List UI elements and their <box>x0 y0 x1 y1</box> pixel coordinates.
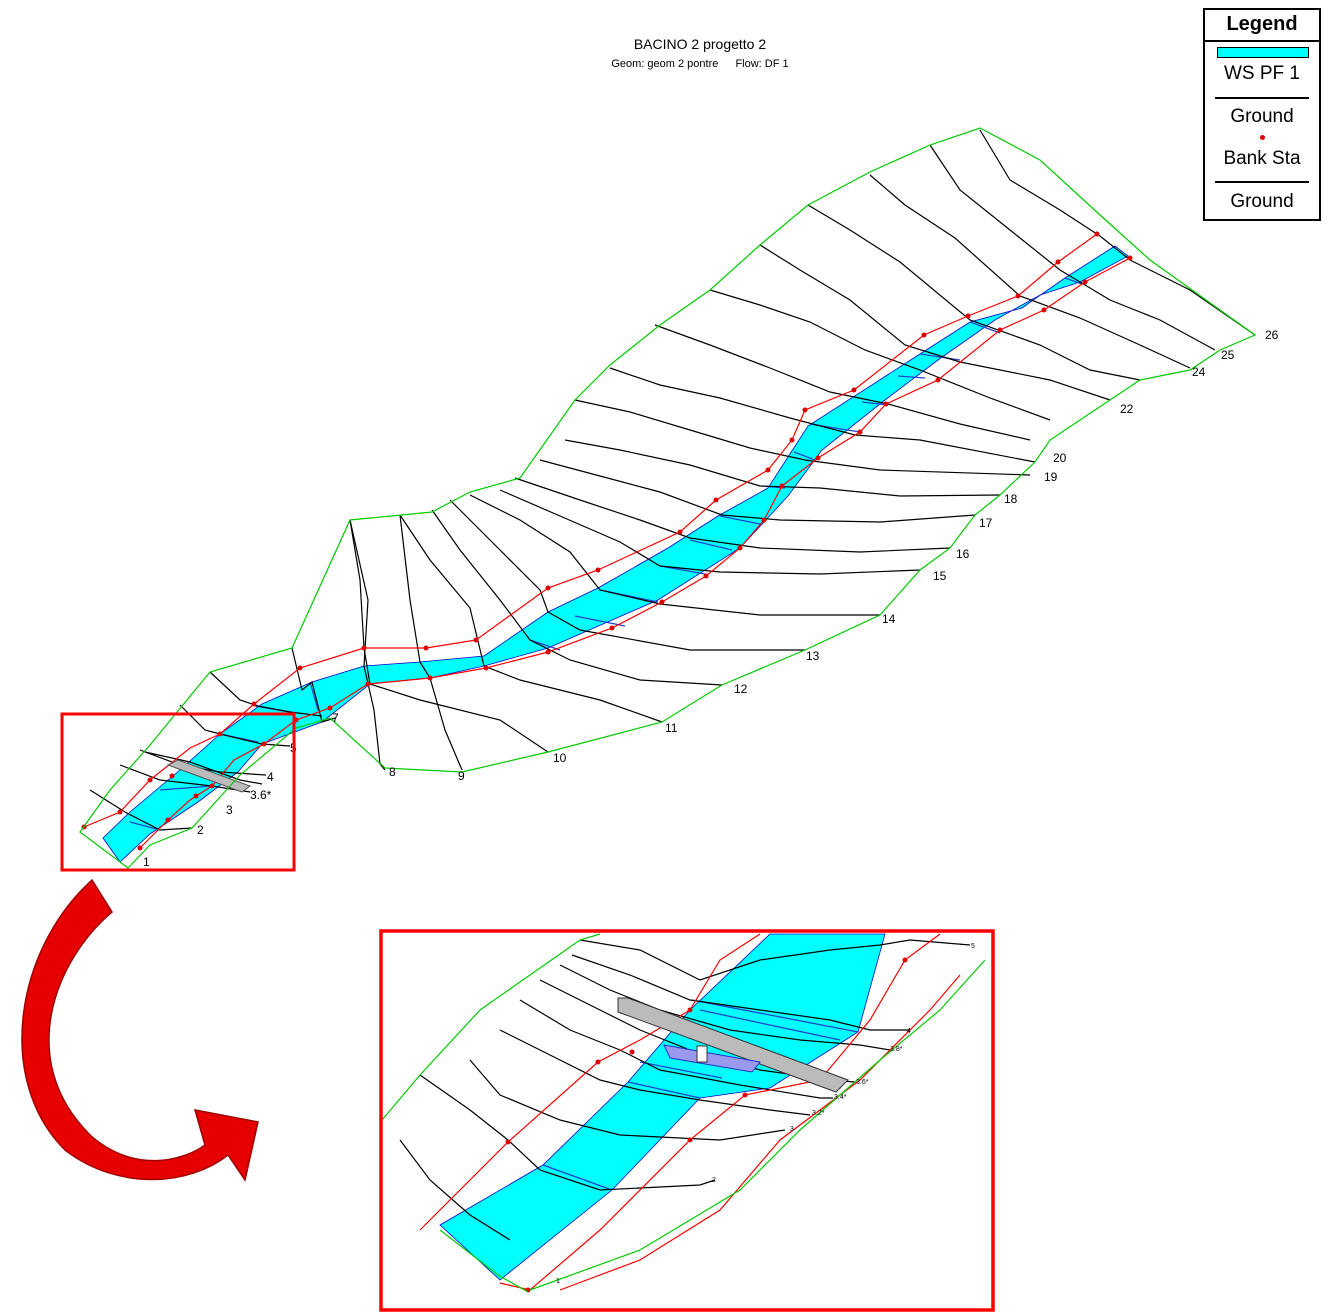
station-label: 5 <box>971 943 975 950</box>
right-bank-line <box>139 257 1131 849</box>
station-label: 4 <box>267 770 274 784</box>
inset-ground-lines <box>399 939 971 1241</box>
inset-frame <box>379 929 995 1312</box>
station-label: 3.6* <box>856 1079 869 1086</box>
station-label: 22 <box>1120 402 1134 416</box>
station-label: 14 <box>882 612 896 626</box>
plot-subtitle: Geom: geom 2 pontre Flow: DF 1 <box>480 58 920 70</box>
main-plan-view: 1 2 3 3.6* 4 5 7 8 9 10 11 12 13 14 15 1… <box>79 127 1279 869</box>
legend-title: Legend <box>1205 10 1319 42</box>
station-label: 24 <box>1192 365 1206 379</box>
legend-item-bank-sta: Bank Sta <box>1223 148 1301 169</box>
model-outline <box>79 127 1257 869</box>
station-label: 18 <box>1004 492 1018 506</box>
station-label: 1 <box>143 855 150 869</box>
plot-title: BACINO 2 progetto 2 <box>633 36 767 52</box>
legend-item-ws: WS PF 1 <box>1223 63 1300 84</box>
station-label: 20 <box>1053 451 1067 465</box>
station-label: 25 <box>1221 348 1235 362</box>
curved-arrow-icon <box>21 878 259 1182</box>
bridge-pier <box>696 1045 708 1063</box>
water-surface-inset <box>439 933 886 1281</box>
station-label: 19 <box>1044 470 1058 484</box>
legend-divider <box>1215 97 1309 99</box>
station-label: 16 <box>956 547 970 561</box>
bridge-deck-inset <box>617 997 849 1093</box>
detail-highlight-box <box>60 712 296 872</box>
station-label: 13 <box>806 649 820 663</box>
inset-bank-points <box>505 957 908 1293</box>
station-label: 3.4* <box>834 1094 847 1101</box>
station-label: 1 <box>556 1278 560 1285</box>
station-label: 10 <box>553 751 567 765</box>
station-label: 17 <box>979 516 993 530</box>
legend-item-ground-2: Ground <box>1230 191 1294 212</box>
bridge-opening <box>663 1044 761 1073</box>
station-label: 4 <box>907 1028 911 1035</box>
station-label: 7 <box>332 711 339 725</box>
station-label: 12 <box>734 682 748 696</box>
station-label: 2 <box>197 823 204 837</box>
legend: Legend WS PF 1 Ground Bank Sta Ground <box>1203 8 1321 221</box>
ws-swatch-icon <box>1217 47 1309 58</box>
water-surface-main <box>102 245 1129 863</box>
bank-station-dot-icon <box>1260 135 1265 140</box>
bridge-deck-main <box>166 759 252 793</box>
inset-detail-view: 1 2 3 3.2* 3.4* 3.6* 3.8* 4 5 <box>382 933 986 1293</box>
station-label: 3.8* <box>890 1046 903 1053</box>
flow-label: Flow: DF 1 <box>735 58 789 70</box>
station-labels-main: 1 2 3 3.6* 4 5 7 8 9 10 11 12 13 14 15 1… <box>143 328 1279 869</box>
station-label: 2 <box>712 1177 716 1184</box>
station-label: 3.2* <box>812 1110 825 1117</box>
station-label: 3 <box>790 1126 794 1133</box>
geometry-label: Geom: geom 2 pontre <box>611 58 719 70</box>
station-label: 8 <box>389 765 396 779</box>
station-label: 11 <box>665 721 678 735</box>
station-labels-inset: 1 2 3 3.2* 3.4* 3.6* 3.8* 4 5 <box>556 943 975 1285</box>
station-label: 3.6* <box>250 788 272 802</box>
station-label: 26 <box>1265 328 1279 342</box>
legend-divider <box>1215 181 1309 183</box>
station-label: 9 <box>458 769 465 783</box>
legend-item-ground: Ground <box>1230 106 1294 127</box>
station-label: 15 <box>933 569 947 583</box>
station-label: 3 <box>226 803 233 817</box>
